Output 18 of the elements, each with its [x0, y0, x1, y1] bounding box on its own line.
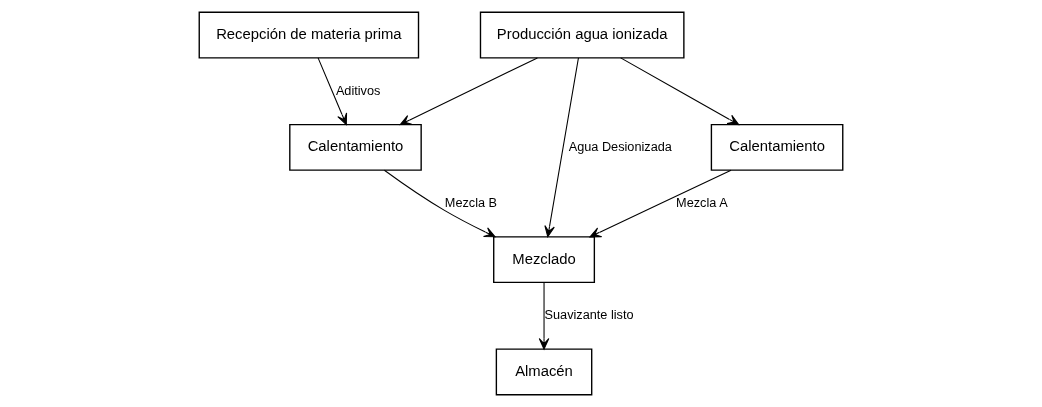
arrow	[620, 57, 740, 126]
node-box: Calentamiento	[710, 123, 844, 171]
node-box: Producción agua ionizada	[479, 11, 685, 59]
edge-label: Aditivos	[335, 82, 381, 98]
edge-label: Mezcla B	[444, 194, 498, 210]
arrow	[399, 57, 538, 126]
node-box: Recepción de materia prima	[198, 11, 420, 59]
edge-label: Agua Desionizada	[568, 138, 672, 154]
edge-label: Mezcla A	[676, 194, 728, 210]
edge-label: Suavizante listo	[544, 307, 634, 323]
node-box: Calentamiento	[289, 123, 422, 171]
arrow	[538, 281, 550, 350]
node-box: Almacén	[495, 348, 593, 396]
arrow	[589, 169, 732, 238]
arrow	[317, 57, 348, 126]
arrow	[383, 169, 496, 238]
node-box: Mezclado	[493, 236, 596, 284]
arrow	[544, 57, 579, 238]
